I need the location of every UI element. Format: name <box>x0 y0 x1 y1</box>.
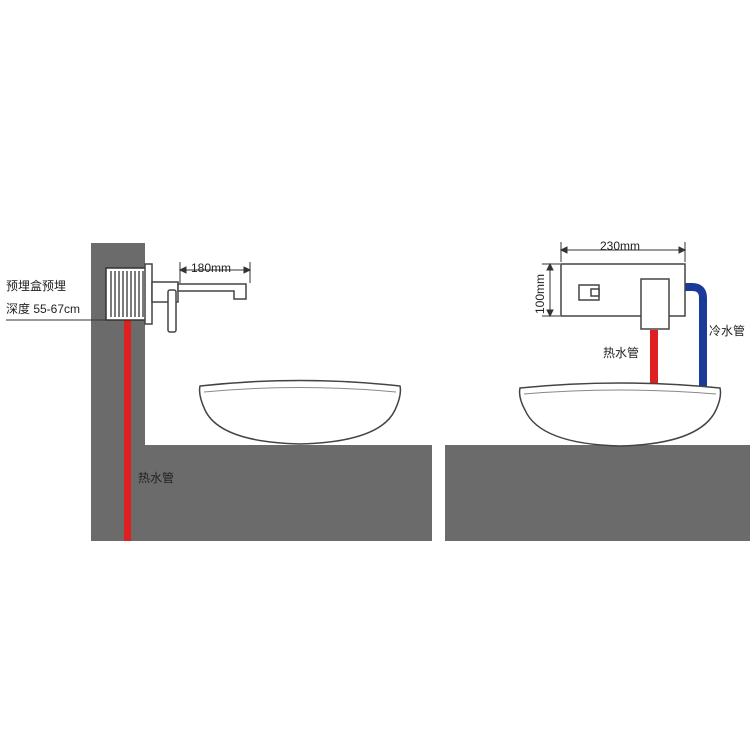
spout-dimension-label: 180mm <box>191 261 231 275</box>
faucet-cover-plate <box>144 263 153 325</box>
right-cold-pipe <box>672 283 707 388</box>
spout-dimension <box>178 262 252 283</box>
hot-pipe-in-wall <box>124 300 131 541</box>
embedded-box <box>105 267 149 321</box>
right-cold-pipe-label: 冷水管 <box>709 323 745 338</box>
faucet-spout <box>177 283 247 300</box>
wall-faucet <box>144 263 247 333</box>
box-label-line2: 深度 55-67cm <box>6 301 80 316</box>
height-dimension-label: 100mm <box>533 274 547 314</box>
left-hot-pipe-label: 热水管 <box>138 470 174 485</box>
left-panel: 180mm 预埋盒预埋 深度 55-67cm 热水管 <box>6 243 432 541</box>
right-basin <box>518 382 722 447</box>
box-label-line1: 预埋盒预埋 <box>6 278 66 293</box>
right-hot-pipe <box>650 330 658 385</box>
left-basin <box>198 379 402 445</box>
right-hot-pipe-label: 热水管 <box>603 345 639 360</box>
control-panel-spout <box>640 278 670 330</box>
faucet-handle <box>167 289 177 333</box>
width-dimension-label: 230mm <box>600 239 640 253</box>
height-dimension <box>542 262 560 318</box>
wall-and-counter <box>91 243 432 541</box>
right-panel: 230mm 100mm 热水管 冷水管 <box>445 239 750 541</box>
mixer-knob <box>578 284 600 301</box>
right-counter <box>445 445 750 541</box>
width-dimension <box>559 242 687 262</box>
